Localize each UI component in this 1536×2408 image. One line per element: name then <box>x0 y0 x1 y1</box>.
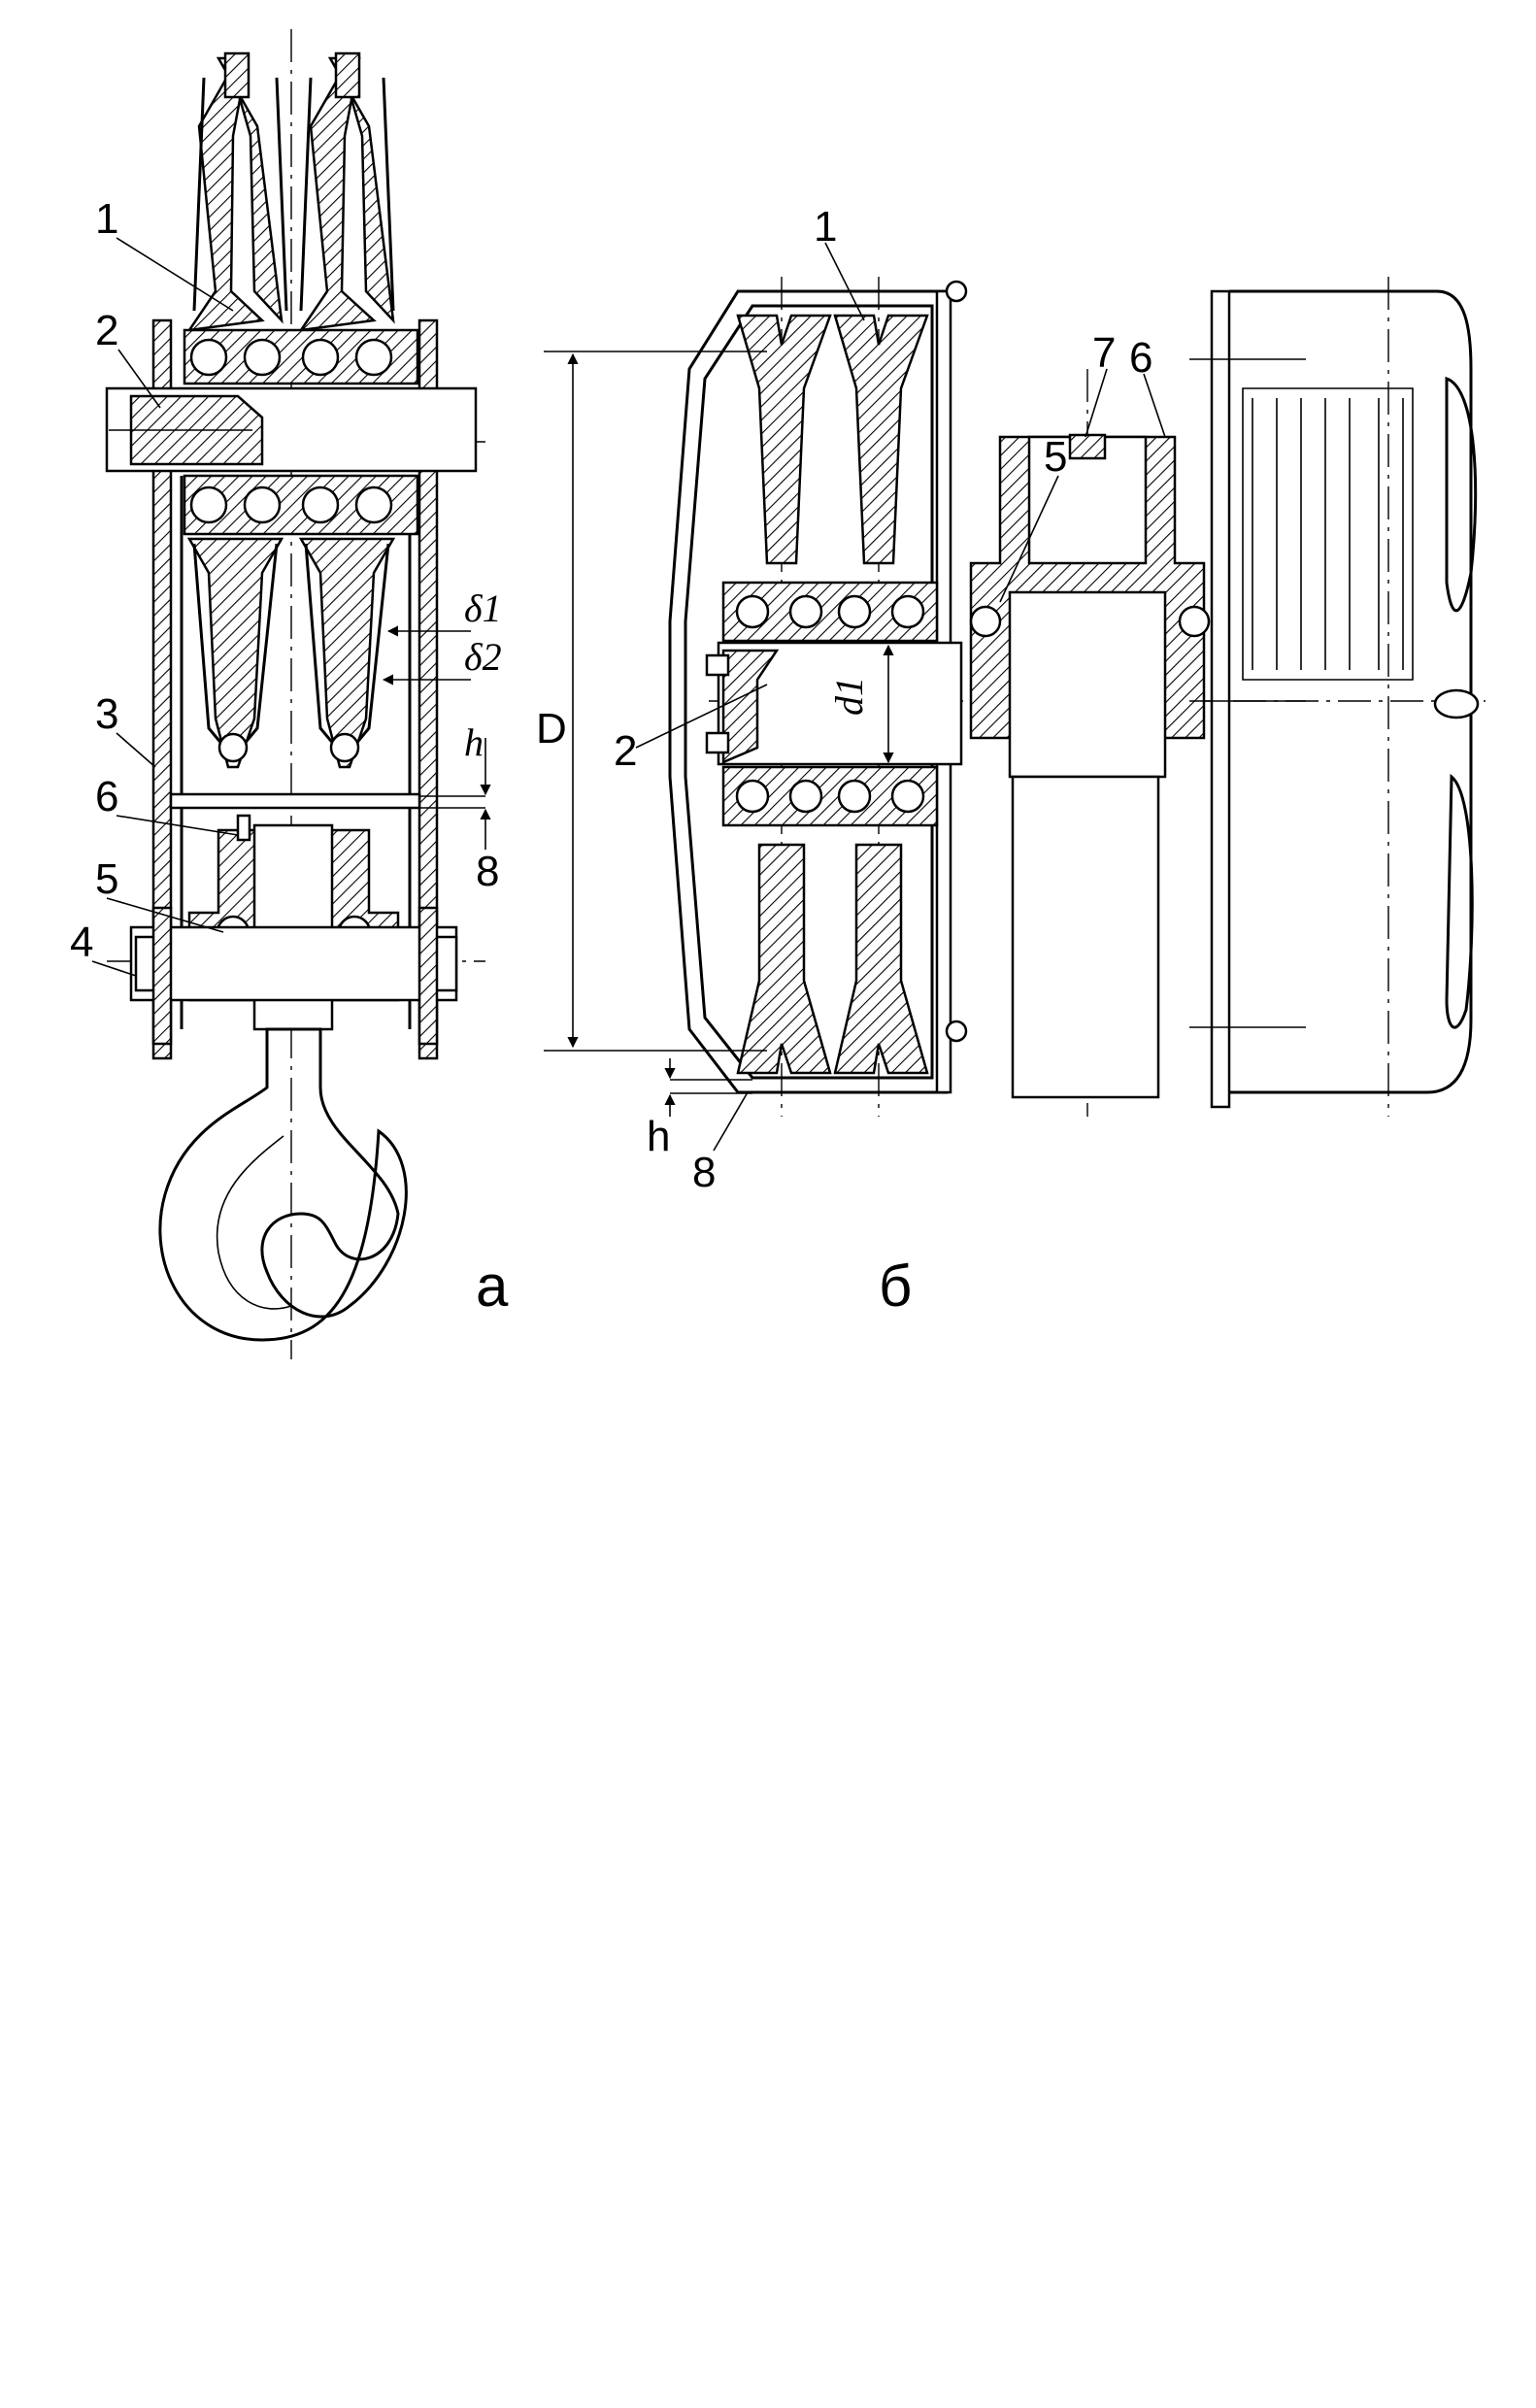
figure-b-casing <box>668 280 968 1094</box>
figure-a-dim-delta2: δ2 <box>464 635 502 679</box>
figure-a-dim-delta1: δ1 <box>464 586 502 630</box>
figure-b-callout-1: 1 <box>814 203 837 251</box>
figure-b-callout-2: 2 <box>614 727 637 775</box>
figure-b-block-with-casing <box>544 242 1486 1152</box>
figure-b-leaders <box>635 242 1166 1152</box>
figure-a-callout-6: 6 <box>95 773 118 820</box>
figure-a-lower-bearings <box>183 474 419 536</box>
figure-a-crossbar <box>169 792 421 810</box>
figure-a-hook <box>158 1027 408 1342</box>
figure-b-dimension-D <box>544 351 767 1052</box>
figure-a-callout-8: 8 <box>476 848 499 895</box>
figure-b-traverse <box>969 433 1211 1099</box>
figure-b-callout-8: 8 <box>692 1149 716 1196</box>
figure-b-callout-7: 7 <box>1092 329 1116 377</box>
figure-b-lower-sheaves <box>736 843 929 1075</box>
figure-b-callout-5: 5 <box>1044 433 1067 481</box>
figure-b-dim-d1: d1 <box>827 677 871 716</box>
figure-a-dim-h: h <box>464 720 484 764</box>
figure-b-side-view <box>1189 289 1480 1109</box>
figure-a-callout-2: 2 <box>95 307 118 354</box>
figure-a-callout-4: 4 <box>70 919 93 966</box>
figure-b-callout-6: 6 <box>1129 334 1152 382</box>
figure-a-hook-block <box>91 29 491 1359</box>
figure-b-axle <box>705 641 963 766</box>
figure-a-lower-sheaves <box>186 537 396 769</box>
figure-a-callout-5: 5 <box>95 855 118 903</box>
figure-b-dim-h: h <box>647 1113 670 1160</box>
figure-a-callout-1: 1 <box>95 195 118 243</box>
figure-a-upper-bearings <box>183 328 419 385</box>
figure-b-caption: б <box>879 1254 912 1319</box>
figure-a-cross-pin <box>129 906 458 1046</box>
figure-b-dimension-h <box>664 1058 752 1117</box>
figure-a-caption: а <box>476 1254 509 1319</box>
figure-b-dim-D: D <box>536 705 567 752</box>
figure-a-callout-3: 3 <box>95 690 118 738</box>
figure-b-bearings <box>721 581 939 827</box>
figure-a-upper-sheaves <box>186 51 395 332</box>
figure-a-side-plates <box>151 318 439 1060</box>
figure-a-axle <box>105 386 478 473</box>
figure-a-leaders <box>91 237 239 977</box>
figure-a-clearance-marks <box>382 625 491 850</box>
figure-b-upper-sheaves <box>736 314 929 565</box>
